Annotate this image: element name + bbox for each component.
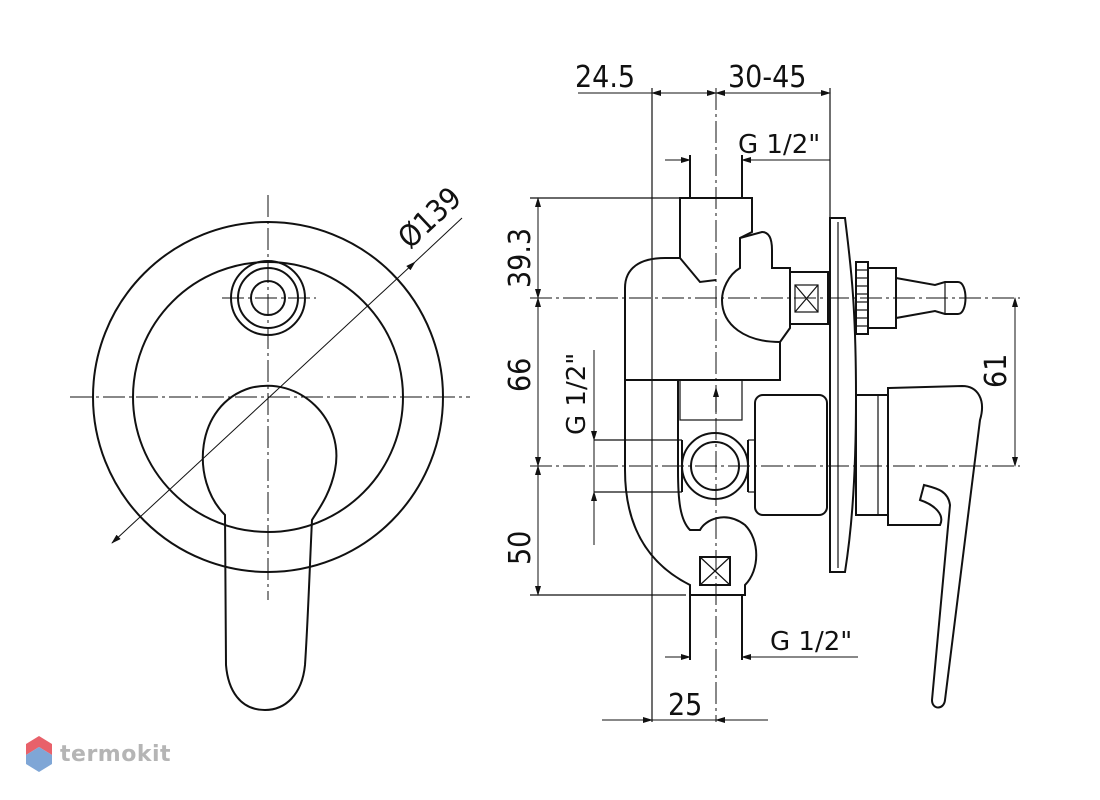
dim-25-label: 25 [668,688,702,723]
diverter-pull-knob [895,276,967,320]
diverter-square-x2 [794,284,819,313]
brand-logo: termokit [24,735,171,773]
dim-30-45-label: 30-45 [728,60,806,95]
bottom-square-x2 [699,556,731,586]
front-view: Ø139 [70,181,470,712]
diameter-leader [414,217,463,263]
thread-side-label: G 1/2" [562,353,592,435]
front-lever-handle [201,384,338,712]
dim-24-5-label: 24.5 [575,60,635,95]
diverter-housing [739,230,791,343]
side-lever-handle [887,384,983,709]
thread-top-label: G 1/2" [738,130,820,160]
lower-body [624,380,758,596]
handle-base [855,394,889,516]
cartridge-neck [679,379,743,421]
wall-plate [829,217,858,573]
dim-39-3-label: 39.3 [503,228,538,288]
outlet-ring-inner [690,441,740,491]
thread-bottom-label: G 1/2" [770,627,852,657]
rosette-outer [92,221,444,573]
diameter-label: Ø139 [392,181,469,256]
dim-50-label: 50 [503,531,538,565]
body-upper-bevel [679,257,717,284]
brand-logo-icon [26,736,52,772]
brand-name: termokit [60,741,172,767]
dim-61-label: 61 [979,354,1014,388]
diverter-square [794,284,819,313]
diameter-dimension-line [111,261,416,544]
dim-66-label: 66 [503,358,538,392]
side-view: 24.5 30-45 G 1/2" 39.3 66 50 G 1/2" G 1/… [503,60,1020,723]
cartridge-housing [754,394,828,516]
valve-body [624,197,781,381]
bottom-square [699,556,731,586]
diverter-stem-block [789,271,829,325]
